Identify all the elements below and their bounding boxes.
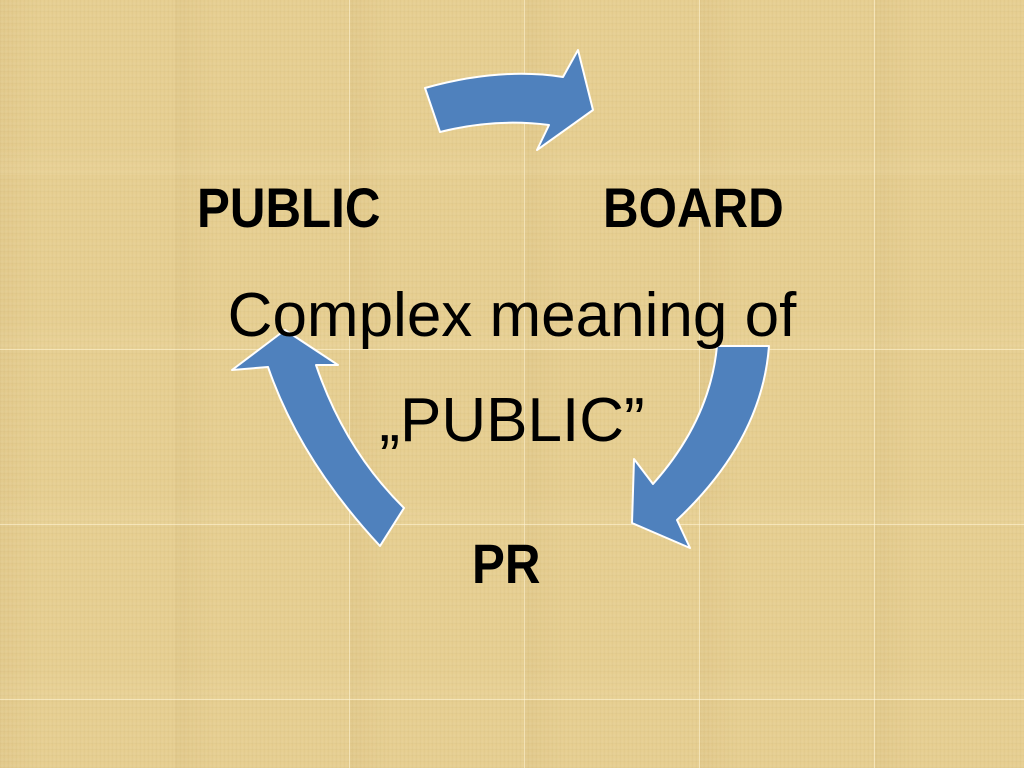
background-tile-seam xyxy=(874,0,875,768)
arrow-public-to-board xyxy=(424,49,594,151)
node-board: BOARD xyxy=(603,176,784,239)
background-tile-seam xyxy=(0,349,1024,350)
background-tile-seam xyxy=(0,699,1024,700)
node-pr: PR xyxy=(472,532,541,595)
background-tile-seam xyxy=(0,524,1024,525)
node-public: PUBLIC xyxy=(197,176,381,239)
background-tile-seam xyxy=(349,0,350,768)
arrow-pr-to-public xyxy=(231,329,405,547)
center-title-line-1: Complex meaning of xyxy=(227,281,797,350)
background-tile-seam xyxy=(524,0,525,768)
arrow-board-to-pr xyxy=(631,345,770,549)
center-title-line-2: „PUBLIC” xyxy=(379,386,645,455)
background-tile-seam xyxy=(699,0,700,768)
